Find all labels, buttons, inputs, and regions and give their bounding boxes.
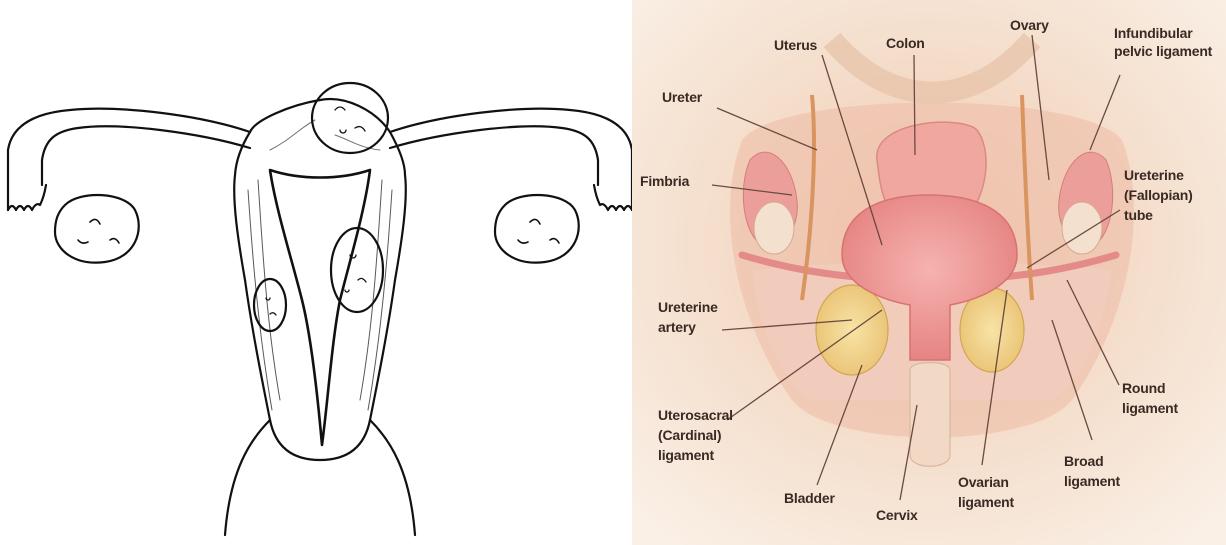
left-yellow-ovary [816, 285, 888, 375]
pelvic-anatomy-illustration: Uterus Colon Ovary Infundibular pelvic l… [632, 0, 1226, 545]
left-fimbriae [8, 185, 46, 210]
label-broad-ligament-1: Broad [1064, 453, 1103, 469]
label-ureterine-artery-1: Ureterine [658, 299, 718, 315]
label-ureterine-tube-2: (Fallopian) [1124, 187, 1193, 203]
label-uterosacral-2: (Cardinal) [658, 427, 721, 443]
label-bladder: Bladder [784, 490, 835, 506]
left-ovary-3d [754, 202, 794, 254]
left-ovary [55, 195, 139, 263]
intramural-fibroid-large [331, 228, 383, 312]
label-infundibular-2: pelvic ligament [1114, 43, 1213, 59]
uterus-body [234, 99, 406, 460]
female-pelvic-anatomy-panel: Uterus Colon Ovary Infundibular pelvic l… [632, 0, 1226, 545]
label-uterosacral-1: Uterosacral [658, 407, 733, 423]
right-ovary [495, 195, 579, 263]
intramural-fibroid-small [254, 279, 286, 331]
label-fimbria: Fimbria [640, 173, 690, 189]
label-ovarian-ligament-2: ligament [958, 494, 1015, 510]
label-cervix: Cervix [876, 507, 918, 523]
cervix-3d [910, 363, 950, 467]
label-ureterine-tube-3: tube [1124, 207, 1153, 223]
label-uterus: Uterus [774, 37, 818, 53]
label-round-ligament-2: ligament [1122, 400, 1179, 416]
label-ureter: Ureter [662, 89, 703, 105]
label-uterosacral-3: ligament [658, 447, 715, 463]
label-ureterine-tube-1: Ureterine [1124, 167, 1184, 183]
right-ovary-3d [1062, 202, 1102, 254]
label-broad-ligament-2: ligament [1064, 473, 1121, 489]
label-ureterine-artery-2: artery [658, 319, 696, 335]
label-round-ligament-1: Round [1122, 380, 1165, 396]
label-ovarian-ligament-1: Ovarian [958, 474, 1009, 490]
right-fimbriae [594, 185, 632, 210]
uterus-fibroids-drawing [0, 0, 640, 545]
label-infundibular-1: Infundibular [1114, 25, 1193, 41]
label-ovary: Ovary [1010, 17, 1049, 33]
label-colon: Colon [886, 35, 925, 51]
uterus-line-drawing-panel [0, 0, 640, 545]
